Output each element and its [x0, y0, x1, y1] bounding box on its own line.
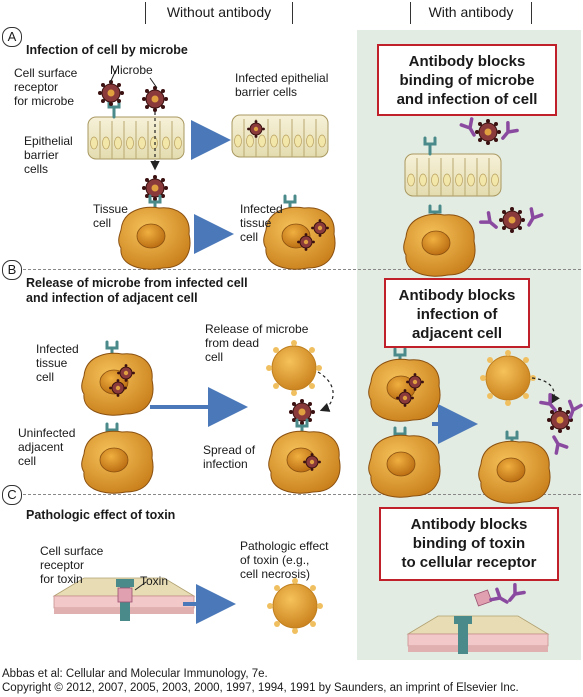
box-c-line-3: to cellular receptor	[401, 554, 537, 571]
with-antibody-header: With antibody	[410, 2, 532, 24]
microbe-label: Microbe	[110, 63, 153, 77]
epithelial-label-line-2: barrier	[24, 148, 59, 162]
box-a-line-1: Antibody blocks	[408, 53, 526, 70]
section-c-antibody-box: Antibody blocks binding of toxin to cell…	[379, 507, 559, 581]
box-c-line-2: binding of toxin	[412, 535, 526, 552]
divider-b-c	[18, 494, 581, 495]
release-line-2: from dead	[205, 336, 260, 350]
infected-tissue-a-line-3: cell	[240, 230, 259, 244]
effect-line-2: of toxin (e.g.,	[240, 553, 310, 567]
section-c-title: Pathologic effect of toxin	[26, 508, 176, 522]
receptor-label-line-2: receptor	[14, 80, 59, 94]
infected-tissue-cell-label-b: Infected tissue cell	[36, 342, 79, 384]
receptor-for-toxin-label: Cell surface receptor for toxin	[40, 544, 103, 586]
uninfected-line-3: cell	[18, 454, 37, 468]
toxin-label: Toxin	[140, 574, 169, 588]
infected-epithelial-line-1: Infected epithelial	[235, 71, 329, 85]
receptor-for-microbe-label: Cell surface receptor for microbe	[14, 66, 77, 108]
infected-tissue-b-line-3: cell	[36, 370, 55, 384]
section-b-title: Release of microbe from infected cell an…	[26, 276, 248, 306]
toxin-receptor-line-3: for toxin	[40, 572, 83, 586]
uninfected-line-1: Uninfected	[18, 426, 76, 440]
section-a-title: Infection of cell by microbe	[26, 43, 188, 57]
epithelial-barrier-cells-label: Epithelial barrier cells	[24, 134, 73, 176]
box-b-line-2: infection of	[416, 306, 498, 323]
toxin-receptor-line-1: Cell surface	[40, 544, 104, 558]
tissue-cell-label: Tissue cell	[93, 202, 128, 230]
uninfected-line-2: adjacent	[18, 440, 64, 454]
box-b-line-1: Antibody blocks	[398, 287, 516, 304]
copyright-line: Copyright © 2012, 2007, 2005, 2003, 2000…	[2, 682, 519, 694]
infected-tissue-b-line-2: tissue	[36, 356, 68, 370]
infected-epithelial-line-2: barrier cells	[235, 85, 298, 99]
receptor-label-line-1: Cell surface	[14, 66, 78, 80]
citation-footer: Abbas et al: Cellular and Molecular Immu…	[2, 667, 519, 695]
box-a-line-3: and infection of cell	[396, 91, 538, 108]
infected-tissue-a-line-1: Infected	[240, 202, 283, 216]
section-b-antibody-box: Antibody blocks infection of adjacent ce…	[384, 278, 530, 348]
effect-line-1: Pathologic effect	[240, 539, 329, 553]
release-line-1: Release of microbe	[205, 322, 309, 336]
section-b-letter: B	[2, 260, 22, 280]
citation-line: Abbas et al: Cellular and Molecular Immu…	[2, 668, 268, 680]
infected-epithelial-label: Infected epithelial barrier cells	[235, 71, 328, 99]
tissue-cell-line-2: cell	[93, 216, 112, 230]
toxin-receptor-line-2: receptor	[40, 558, 85, 572]
uninfected-adjacent-cell-label: Uninfected adjacent cell	[18, 426, 75, 468]
release-of-microbe-label: Release of microbe from dead cell	[205, 322, 308, 364]
pathologic-effect-label: Pathologic effect of toxin (e.g., cell n…	[240, 539, 329, 581]
without-antibody-header: Without antibody	[145, 2, 293, 24]
section-a-antibody-box: Antibody blocks binding of microbe and i…	[377, 44, 557, 116]
infected-tissue-cell-label-a: Infected tissue cell	[240, 202, 283, 244]
spread-line-1: Spread of	[203, 443, 256, 457]
section-c-letter: C	[2, 485, 22, 505]
spread-line-2: infection	[203, 457, 248, 471]
box-c-line-1: Antibody blocks	[410, 516, 528, 533]
release-line-3: cell	[205, 350, 224, 364]
section-b-title-line-1: Release of microbe from infected cell	[26, 276, 248, 290]
infected-tissue-a-line-2: tissue	[240, 216, 272, 230]
spread-of-infection-label: Spread of infection	[203, 443, 255, 471]
receptor-label-line-3: for microbe	[14, 94, 75, 108]
tissue-cell-line-1: Tissue	[93, 202, 128, 216]
epithelial-label-line-1: Epithelial	[24, 134, 73, 148]
section-a-letter: A	[2, 27, 22, 47]
effect-line-3: cell necrosis)	[240, 567, 311, 581]
box-b-line-3: adjacent cell	[411, 325, 503, 342]
section-b-title-line-2: and infection of adjacent cell	[26, 291, 198, 305]
epithelial-label-line-3: cells	[24, 162, 49, 176]
infected-tissue-b-line-1: Infected	[36, 342, 79, 356]
box-a-line-2: binding of microbe	[399, 72, 535, 89]
